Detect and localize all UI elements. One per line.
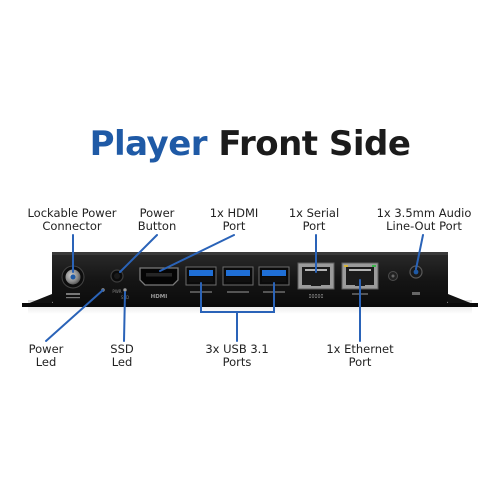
hdmi-marking: HDMI — [151, 294, 168, 300]
base-plate — [22, 303, 478, 307]
label-ssd-led: SSD Led — [110, 342, 134, 369]
hdmi-port-icon — [139, 267, 179, 286]
label-usb-ports: 3x USB 3.1 Ports — [205, 342, 269, 369]
title-front-side: Front Side — [218, 124, 411, 164]
screw-center-icon — [391, 274, 395, 278]
label-power-led: Power Led — [28, 342, 64, 369]
power-button-icon — [110, 269, 124, 283]
label-hdmi-port: 1x HDMI Port — [209, 206, 259, 233]
leader-power-led — [45, 289, 104, 342]
leader-power-button — [119, 234, 158, 273]
leader-lines — [45, 234, 424, 342]
page-title: Player Front Side — [0, 124, 500, 164]
leader-ssd-led — [123, 291, 126, 342]
leader-hdmi — [159, 234, 235, 272]
label-power-connector: Lockable Power Connector — [27, 206, 117, 233]
leader-usb — [200, 282, 275, 342]
label-ethernet-port: 1x Ethernet Port — [326, 342, 394, 369]
label-serial-port: 1x Serial Port — [288, 206, 340, 233]
usb-port-2-icon — [222, 266, 254, 293]
pwr-marking: PWR — [112, 289, 121, 294]
label-power-button: Power Button — [137, 206, 177, 233]
ssd-led-icon — [123, 288, 127, 292]
ethernet-port-icon — [341, 262, 379, 295]
power-connector-icon — [61, 265, 85, 299]
label-audio-port: 1x 3.5mm Audio Line-Out Port — [376, 206, 472, 233]
device-top-edge — [52, 252, 448, 255]
com-marking: IOIOI — [308, 294, 323, 300]
title-player: Player — [89, 124, 208, 164]
leader-audio — [415, 234, 424, 270]
